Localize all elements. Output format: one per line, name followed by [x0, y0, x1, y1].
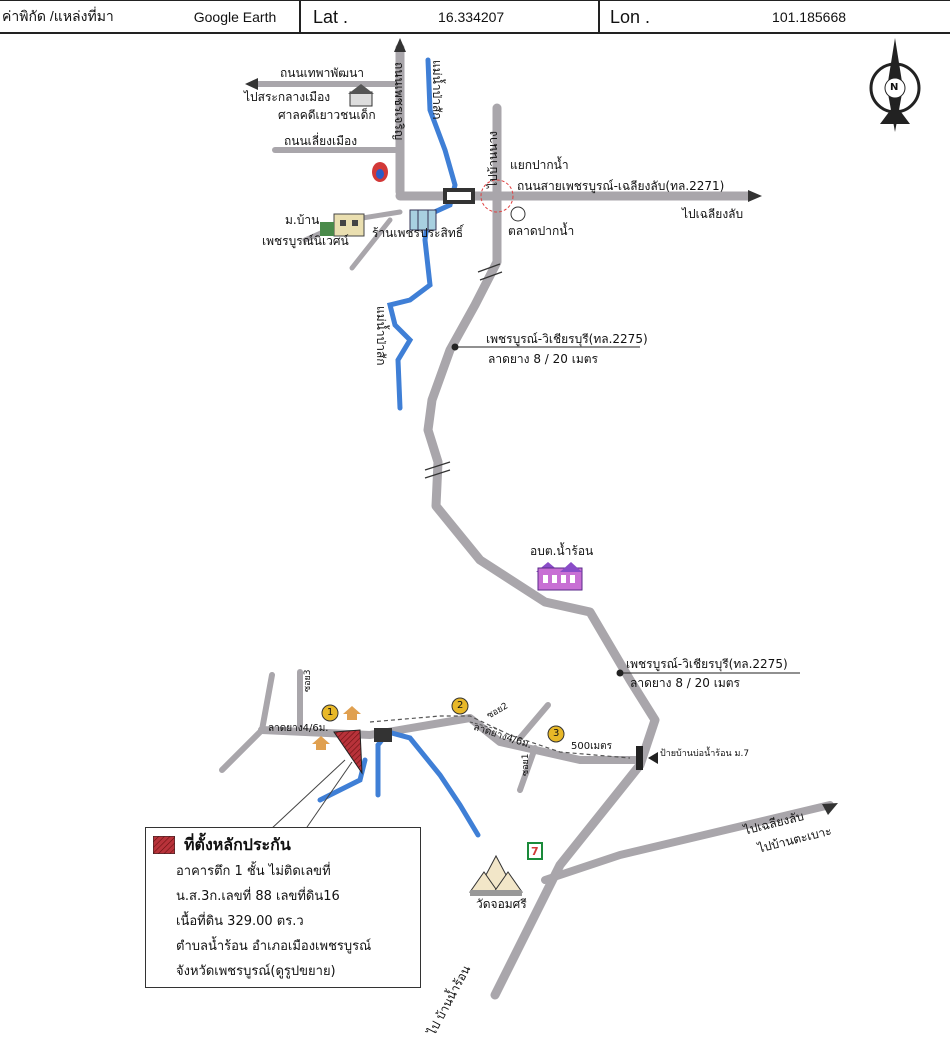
building-tambon-office-icon [536, 562, 583, 591]
collateral-swatch-icon [153, 836, 175, 854]
legend-line-5: จังหวัดเพชรบูรณ์(ดูรูปขยาย) [176, 964, 336, 979]
label-to-chaliang-lap-top: ไปเฉลียงลับ [682, 207, 744, 221]
numbered-markers [321, 697, 565, 743]
road-village-diag [349, 217, 393, 271]
building-shop-icon [409, 209, 437, 231]
label-to-ban-nong: ไปบ้านนาง [486, 130, 500, 188]
label-soi1: ซอย1 [521, 753, 531, 776]
header-title-cell: ค่าพิกัด /แหล่งที่มา [0, 1, 170, 33]
river-pasak-north-line [386, 57, 458, 411]
label-dist-500: 500เมตร [571, 741, 612, 752]
legend-title: ที่ตั้งหลักประกัน [184, 835, 291, 854]
seven-eleven-label: 7 [531, 845, 539, 858]
arrow-north-icon [394, 38, 406, 52]
parcel-leader-1 [269, 759, 346, 831]
arrow-east-icon [748, 190, 762, 202]
bridge-south-icon [374, 728, 392, 742]
label-market: ตลาดปากน้ำ [508, 224, 575, 238]
label-road-liang-mueang: ถนนเลี่ยงเมือง [284, 134, 358, 148]
label-temple: วัดจอมศรี [476, 897, 527, 911]
lon-value: 101.185668 [772, 9, 847, 25]
collateral-parcel [333, 729, 363, 775]
bridge-icon [443, 188, 475, 204]
lat-label: Lat . [313, 6, 349, 27]
road-to-chaliang-lap-bottom [541, 801, 834, 884]
label-shrine: ศาลคดีเยาวชนเด็ก [278, 108, 376, 122]
legend-line-2: น.ส.3ก.เลขที่ 88 เลขที่ดิน16 [176, 889, 340, 904]
road-soi-west [219, 727, 265, 773]
river-pasak [317, 57, 481, 838]
label-road-thephaphatthana: ถนนเทพาพัฒนา [280, 66, 365, 80]
gas-station-icon [372, 162, 388, 182]
sign-arrow-icon [648, 752, 658, 764]
label-hwy-2271: ถนนสายเพชรบูรณ์-เฉลียงลับ(ทล.2271) [517, 179, 725, 193]
header-lat-cell: Lat . 16.334207 [299, 1, 599, 33]
label-lane-asphalt-1: ลาดยาง4/6ม. [268, 723, 329, 734]
marker-2-label: 2 [457, 700, 464, 711]
route-dashed-line [369, 715, 631, 759]
label-village-1: ม.บ้าน [285, 213, 320, 227]
road-soi3b-line [259, 672, 275, 733]
header-source: Google Earth [193, 9, 277, 25]
seven-eleven-icon [527, 842, 543, 860]
temple-icon [469, 854, 523, 896]
label-tambon-office: อบต.น้ำร้อน [530, 544, 594, 558]
label-pak-nam-junction: แยกปากน้ำ [510, 158, 569, 172]
label-hwy-2275-b: เพชรบูรณ์-วิเชียรบุรี(ทล.2275) [626, 657, 788, 671]
compass-north-label: N [890, 82, 899, 93]
coordinate-header: ค่าพิกัด /แหล่งที่มา Google Earth Lat . … [0, 0, 950, 34]
market-icon [510, 206, 526, 222]
road-soi1-line [517, 745, 538, 793]
building-village-icon [320, 213, 365, 237]
label-shop: ร้านเพชรประสิทธิ์ [372, 226, 464, 240]
junction-marker [480, 179, 514, 213]
header-source-cell: Google Earth [170, 1, 300, 33]
compass-icon [869, 38, 921, 132]
road-hwy-2275-line [423, 191, 660, 1000]
legend-line-4: ตำบลน้ำร้อน อำเภอเมืองเพชรบูรณ์ [176, 939, 372, 954]
house-icons [312, 706, 361, 750]
label-hwy-2275-a: เพชรบูรณ์-วิเชียรบุรี(ทล.2275) [486, 332, 648, 346]
label-river-pasak-north: แม่น้ำป่าสัก [430, 60, 444, 120]
label-village-2: เพชรบูรณ์นิเวศน์ [262, 234, 349, 248]
road-soi1-upper [517, 702, 551, 741]
header-title: ค่าพิกัด /แหล่งที่มา [2, 8, 114, 24]
village-sign-post [636, 746, 643, 770]
lat-value: 16.334207 [438, 9, 505, 25]
lon-label: Lon . [610, 6, 651, 27]
label-asphalt-a: ลาดยาง 8 / 20 เมตร [488, 352, 598, 366]
road-break-marks [424, 263, 503, 479]
river-branch-line [317, 757, 368, 803]
header-lon-cell: Lon . 101.185668 [598, 1, 950, 33]
label-to-city-center: ไปสระกลางเมือง [244, 90, 331, 104]
marker-3-label: 3 [553, 728, 560, 739]
label-asphalt-b: ลาดยาง 8 / 20 เมตร [630, 676, 740, 690]
arrow-ne-icon [822, 803, 838, 815]
marker-1-label: 1 [327, 707, 334, 718]
building-shrine-icon [348, 84, 374, 107]
label-road-phetcharoen: ถนนเพชรเจริญ [392, 62, 406, 141]
label-river-pasak-south: แม่น้ำป่าสัก [374, 306, 388, 366]
label-village-sign: ป้ายบ้านบ่อน้ำร้อน ม.7 [660, 749, 750, 759]
label-soi3: ซอย3 [303, 669, 313, 692]
collateral-legend: ที่ตั้งหลักประกัน อาคารตึก 1 ชั้น ไม่ติด… [145, 827, 421, 988]
river-pasak-south-line [375, 729, 481, 838]
arrow-west-icon [245, 78, 258, 90]
parcel-leader-2 [304, 761, 353, 831]
legend-line-1: อาคารตึก 1 ชั้น ไม่ติดเลขที่ [176, 864, 331, 879]
legend-line-3: เนื้อที่ดิน 329.00 ตร.ว [176, 914, 304, 929]
route-dashed-line-2 [469, 721, 501, 731]
